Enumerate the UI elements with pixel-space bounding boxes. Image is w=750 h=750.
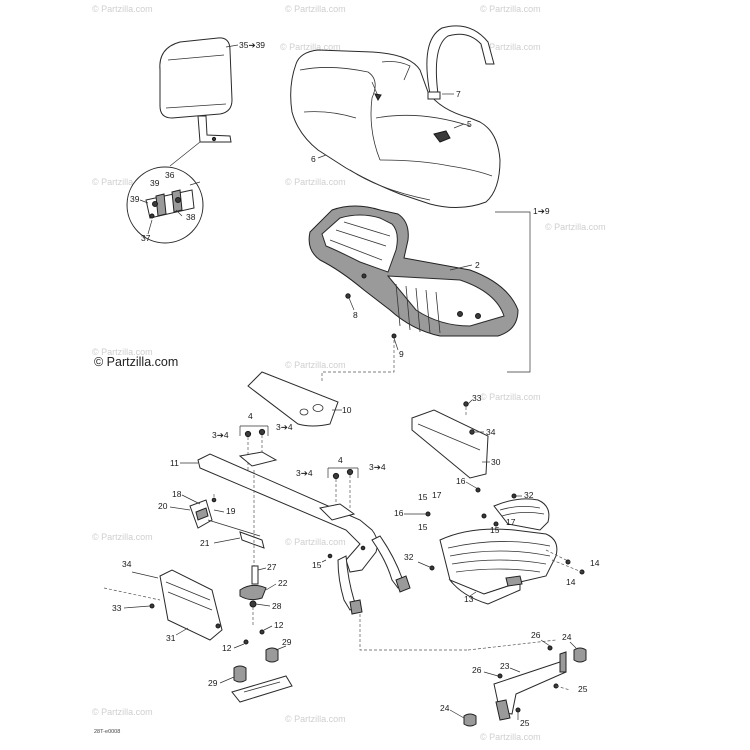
callout-label: 8	[353, 310, 358, 320]
callout-label: 1➔9	[533, 206, 550, 216]
fastener-group-upper: 4 3➔4 3➔4	[212, 411, 293, 470]
watermark-text: © Partzilla.com	[285, 177, 346, 187]
callout-label: 33	[112, 603, 122, 613]
callout-label: 14	[590, 558, 600, 568]
watermark-text: © Partzilla.com	[285, 537, 346, 547]
bracket-30: 33 34 30	[411, 393, 501, 479]
callout-label: 16	[394, 508, 404, 518]
callout-label: 15	[490, 525, 500, 535]
callout-label: 26	[472, 665, 482, 675]
watermark-text: © Partzilla.com	[545, 222, 606, 232]
watermark-text: © Partzilla.com	[285, 714, 346, 724]
rear-bracket: 26 24 26 23 25 24 25	[359, 614, 588, 728]
callout-label: 24	[440, 703, 450, 713]
frame-rail: 11 15	[170, 451, 411, 615]
callout-label: 34	[122, 559, 132, 569]
callout-label: 13	[464, 594, 474, 604]
callout-label: 2	[475, 260, 480, 270]
callout-label: 11	[170, 458, 179, 468]
callout-label: 19	[226, 506, 236, 516]
callout-label: 4	[248, 411, 253, 421]
callout-label: 38	[186, 212, 196, 222]
callout-label: 9	[399, 349, 404, 359]
callout-label: 18	[172, 489, 182, 499]
watermark-text: © Partzilla.com	[285, 4, 346, 14]
callout-label: 26	[531, 630, 541, 640]
callout-label: 39	[150, 178, 160, 188]
callout-label: 5	[467, 119, 472, 129]
callout-label: 36	[165, 170, 175, 180]
callout-label: 15	[312, 560, 322, 570]
watermark-text: © Partzilla.com	[92, 532, 153, 542]
callout-label: 23	[500, 661, 510, 671]
watermark-text: © Partzilla.com	[92, 347, 153, 357]
plate-18-21: 18 20 19 21	[158, 489, 265, 549]
callout-label: 16	[456, 476, 466, 486]
callout-label: 3➔4	[296, 468, 313, 478]
callout-label: 10	[342, 405, 352, 415]
callout-label: 7	[456, 89, 461, 99]
watermark-text: © Partzilla.com	[92, 4, 153, 14]
callout-label: 25	[520, 718, 530, 728]
cover-31: 34 33 31	[103, 559, 223, 643]
callout-label: 3➔4	[276, 422, 293, 432]
watermark-text: © Partzilla.com	[285, 360, 346, 370]
pad: 10	[247, 371, 352, 427]
callout-label: 3➔4	[212, 430, 229, 440]
watermark-text: © Partzilla.com	[92, 177, 153, 187]
callout-label: 29	[208, 678, 218, 688]
callout-label: 35➔39	[239, 40, 265, 50]
callout-label: 6	[311, 154, 316, 164]
callout-label: 12	[274, 620, 284, 630]
callout-label: 28	[272, 601, 282, 611]
watermark-text: © Partzilla.com	[480, 42, 541, 52]
callout-label: 32	[404, 552, 414, 562]
drawing-code: 28T-e0008	[94, 729, 120, 735]
callout-label: 29	[282, 637, 292, 647]
callout-label: 15	[418, 522, 428, 532]
callout-label: 30	[491, 457, 501, 467]
callout-label: 32	[524, 490, 534, 500]
callout-label: 3➔4	[369, 462, 386, 472]
copyright-text: © Partzilla.com	[94, 355, 178, 369]
center-post: 27 22 28 12 12	[222, 470, 288, 653]
callout-label: 33	[472, 393, 482, 403]
callout-label: 25	[578, 684, 588, 694]
callout-label: 12	[222, 643, 232, 653]
callout-label: 20	[158, 501, 168, 511]
callout-label: 27	[267, 562, 277, 572]
watermark-text: © Partzilla.com	[480, 4, 541, 14]
callout-label: 34	[486, 427, 496, 437]
callout-label: 24	[562, 632, 572, 642]
watermark-text: © Partzilla.com	[92, 707, 153, 717]
callout-label: 21	[200, 538, 210, 548]
callout-label: 17	[432, 490, 442, 500]
callout-label: 4	[338, 455, 343, 465]
luggage-rack: 16 32 15 17 17 15 16 15 32 14 14 13	[394, 476, 600, 605]
seat-base: 2 8 9	[308, 205, 519, 382]
seat-assembly: 5 6 7 1➔9	[290, 25, 550, 373]
callout-label: 39	[130, 194, 140, 204]
callout-label: 15	[418, 492, 428, 502]
callout-label: 17	[506, 517, 516, 527]
watermark-text: © Partzilla.com	[280, 42, 341, 52]
callout-label: 31	[166, 633, 176, 643]
callout-label: 14	[566, 577, 576, 587]
watermark-text: © Partzilla.com	[480, 392, 541, 402]
backrest-assembly: 35➔39 36 39 39 38 37	[126, 37, 265, 244]
callout-label: 22	[278, 578, 288, 588]
lower-bracket-29: 29 29	[208, 637, 293, 703]
watermark-text: © Partzilla.com	[480, 732, 541, 742]
callout-label: 37	[141, 233, 151, 243]
